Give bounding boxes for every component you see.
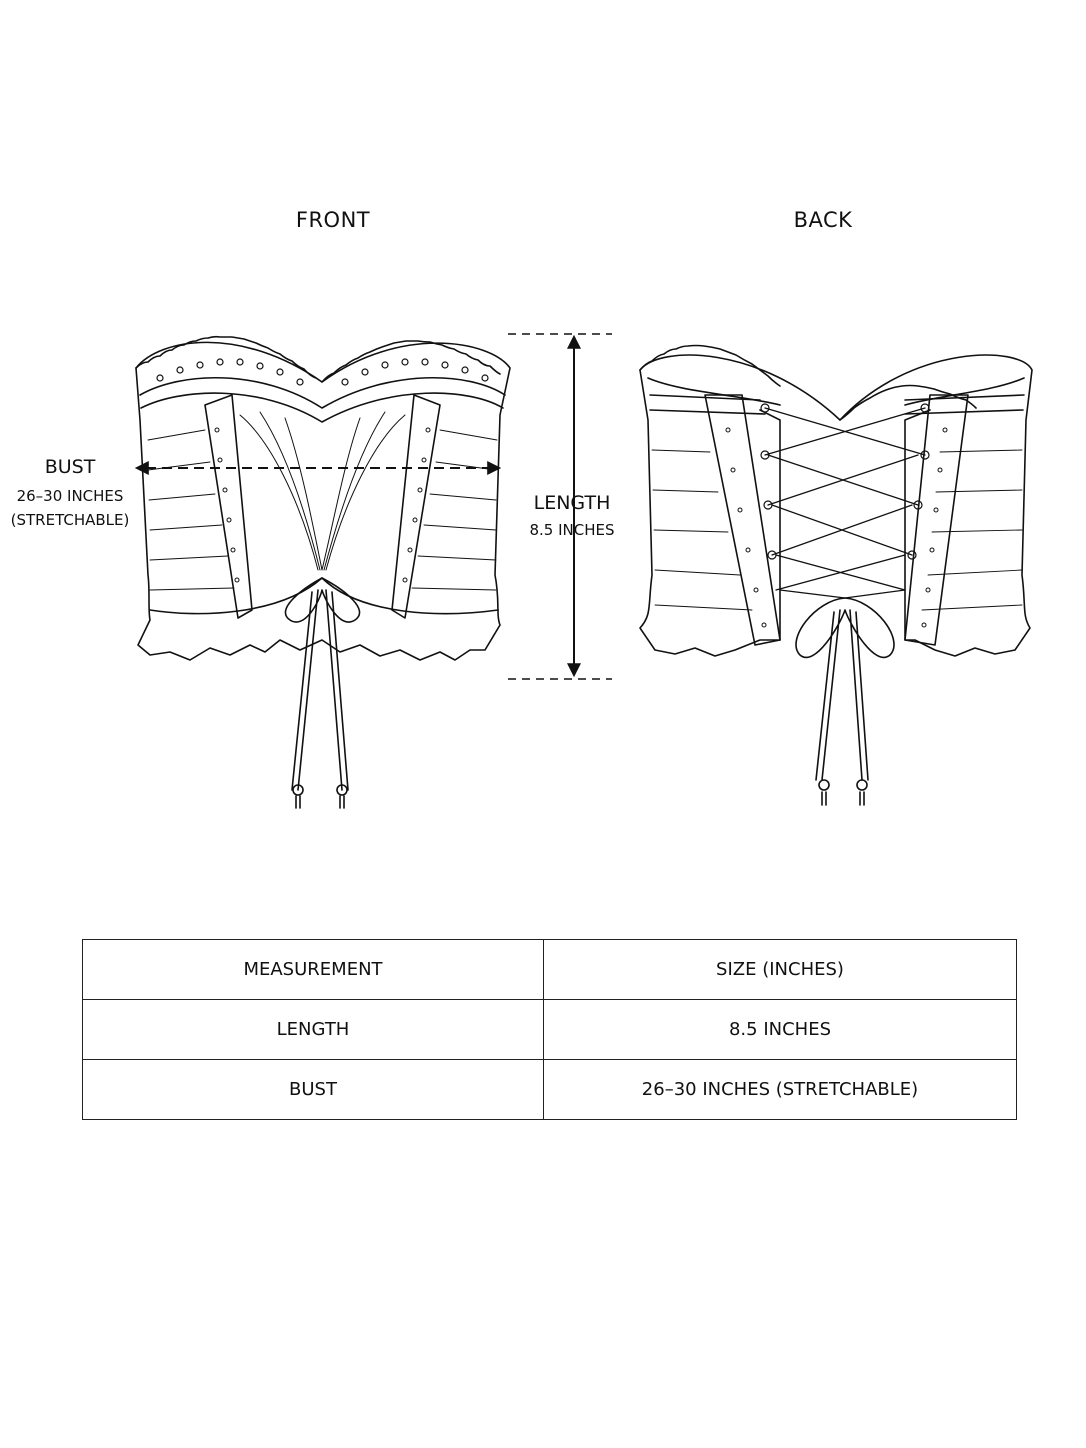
table-header-size: SIZE (INCHES): [543, 939, 1017, 1000]
back-drawstring: [795, 597, 895, 781]
table-cell-measurement: LENGTH: [82, 999, 544, 1060]
back-lacing: [764, 407, 926, 599]
length-dimension-line: [508, 333, 612, 680]
size-table: MEASUREMENT SIZE (INCHES) LENGTH 8.5 INC…: [82, 939, 1017, 1120]
bust-note: (STRETCHABLE): [10, 511, 130, 529]
table-header-row: MEASUREMENT SIZE (INCHES): [82, 939, 1017, 1000]
table-cell-size: 8.5 INCHES: [543, 999, 1017, 1060]
front-outline: [135, 341, 511, 661]
back-view: [639, 344, 1033, 806]
back-lace-dots: [725, 427, 948, 628]
table-row: BUST 26–30 INCHES (STRETCHABLE): [82, 1059, 1017, 1120]
back-view-title: BACK: [793, 208, 853, 232]
garment-illustration: [134, 333, 1033, 809]
front-view: [135, 335, 511, 809]
back-grommets: [760, 403, 930, 560]
back-outline: [639, 354, 1033, 657]
front-view-title: FRONT: [295, 208, 371, 232]
bust-value: 26–30 INCHES: [16, 487, 124, 505]
front-lace-dots: [214, 427, 431, 583]
front-drawstring: [284, 577, 361, 791]
table-cell-measurement: BUST: [82, 1059, 544, 1120]
table-cell-size: 26–30 INCHES (STRETCHABLE): [543, 1059, 1017, 1120]
bust-label: BUST: [44, 456, 96, 478]
table-header-measurement: MEASUREMENT: [82, 939, 544, 1000]
front-eyelet-band: [156, 358, 489, 386]
table-row: LENGTH 8.5 INCHES: [82, 999, 1017, 1060]
